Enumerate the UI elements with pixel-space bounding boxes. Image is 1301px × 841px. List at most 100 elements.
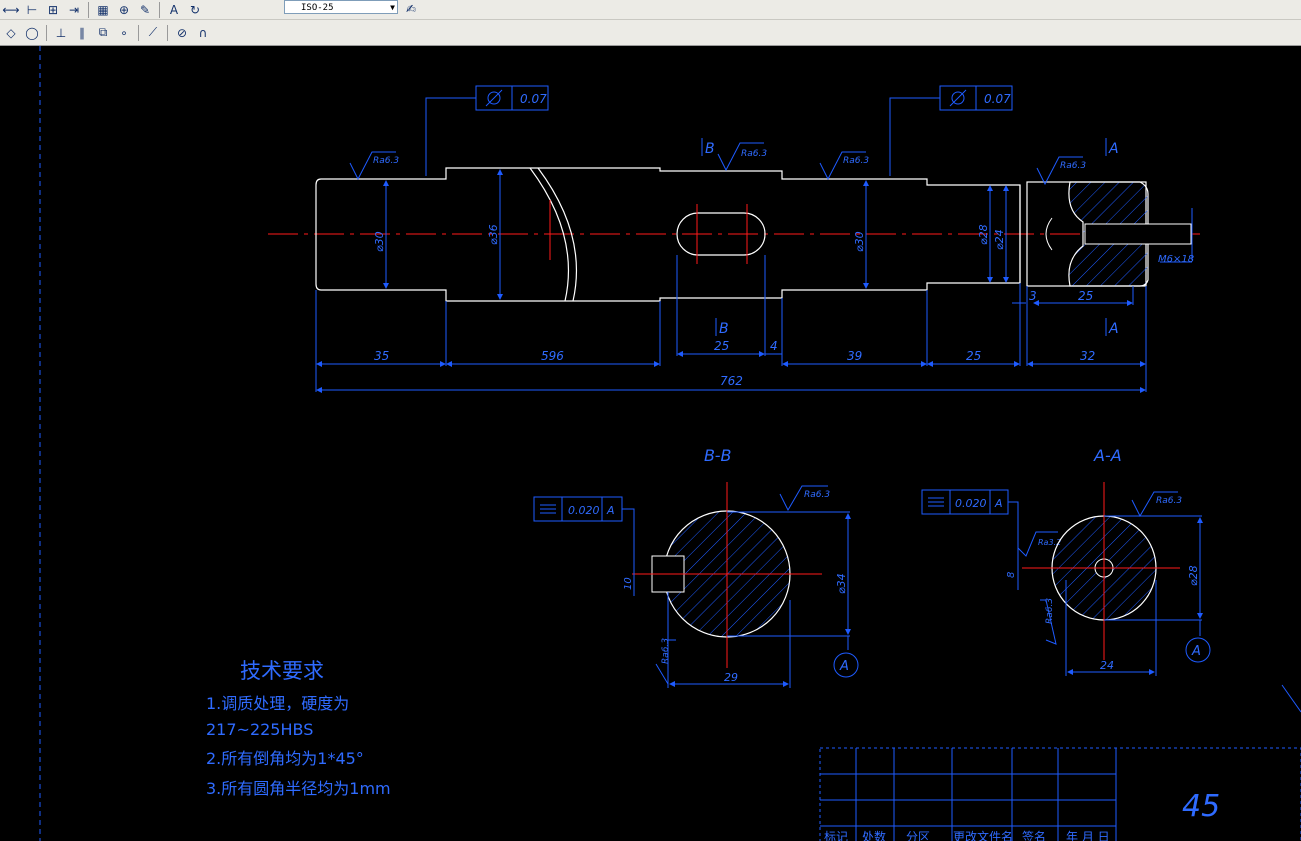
dimension-lines: [315, 97, 1193, 393]
tolerance-icon[interactable]: ▦: [97, 2, 109, 17]
dim-quick-leader-icon[interactable]: ⇥: [68, 2, 80, 17]
thread-label: M6×18: [1158, 254, 1194, 265]
section-b-marker-top: B: [705, 141, 715, 157]
toolbar-separator: [88, 1, 89, 18]
dimension-toolbar: ⟷ ⊢ ⊞ ⇥ ▦ ⊕ ✎ A ↻ ISO-25 ▼ ✍: [0, 0, 1301, 20]
section-aa-title: A-A: [1093, 446, 1122, 465]
dim-length-3: 3: [1029, 289, 1037, 303]
section-bb-title: B-B: [704, 446, 731, 465]
drawing-canvas[interactable]: 0.07 0.07 Ra6.3 Ra6.3 Ra6.3 Ra6.3 Ra6.3 …: [0, 46, 1301, 841]
dim-style-value: ISO-25: [301, 3, 334, 13]
dimension-toolbar-buttons: ⟷ ⊢ ⊞ ⇥ ▦ ⊕ ✎ A ↻: [0, 0, 204, 19]
none-snap-icon[interactable]: ⊘: [176, 25, 188, 40]
section-aa-width: 24: [1100, 659, 1114, 672]
section-aa-dims: [921, 489, 1211, 676]
section-bb-width: 29: [724, 671, 738, 684]
endpoint-snap-icon[interactable]: ◇: [6, 25, 16, 40]
roughness-symbols: [349, 142, 1178, 686]
dim-length-39: 39: [847, 349, 862, 363]
dim-continue-icon[interactable]: ⊞: [47, 2, 59, 17]
threaded-hole: [1084, 223, 1192, 245]
dim-length-32: 32: [1080, 349, 1095, 363]
dim-length-35: 35: [374, 349, 389, 363]
chevron-down-icon[interactable]: ▼: [390, 3, 395, 12]
roughness-small-label: Ra3.2: [1038, 538, 1061, 547]
roughness-label: Ra6.3: [843, 156, 869, 166]
dim-length-596: 596: [541, 349, 564, 363]
title-block-header: 分区: [906, 830, 930, 841]
section-aa-datum: A: [1191, 644, 1201, 659]
perpendicular-snap-icon[interactable]: ⊥: [55, 25, 67, 40]
tech-req-line-4: 3.所有圆角半径均为1mm: [206, 779, 391, 798]
dim-update-icon[interactable]: ↻: [189, 2, 201, 17]
toolbar-separator: [159, 1, 160, 18]
title-block-headers: 标记 处数 分区 更改文件名 签名 年 月 日: [824, 829, 1110, 841]
dim-style-select[interactable]: ISO-25 ▼: [284, 0, 398, 14]
object-snap-buttons: ◇ ◯ ⊥ ∥ ⧉ ∘ ⟋ ⊘ ∩: [0, 20, 212, 45]
section-bb-diameter: ⌀34: [835, 573, 848, 594]
node-snap-icon[interactable]: ∘: [120, 25, 128, 40]
title-block-grid: [819, 684, 1301, 841]
dim-total-length: 762: [720, 374, 743, 388]
title-block-header: 签名: [1022, 829, 1046, 841]
dim-edit-icon[interactable]: ✎: [139, 2, 151, 17]
tech-req-line-1: 1.调质处理，硬度为: [206, 694, 349, 713]
section-aa-key: 8: [1006, 572, 1017, 578]
dim-thread-25: 25: [1078, 289, 1093, 303]
dim-length-25: 25: [966, 349, 981, 363]
roughness-label: Ra6.3: [741, 149, 767, 159]
section-aa-datum-ref: A: [994, 497, 1003, 510]
section-bb-key: 10: [623, 577, 634, 590]
toolbar-separator: [167, 24, 168, 41]
toolbar-separator: [138, 24, 139, 41]
runout-tol-left: 0.07: [520, 92, 547, 106]
dim-length-4: 4: [770, 339, 778, 353]
section-bb-dims: [533, 496, 859, 688]
material-label: 45: [1182, 789, 1220, 824]
section-b-marker-bottom: B: [719, 321, 729, 337]
tech-req-title: 技术要求: [240, 659, 324, 683]
dim-style-manager-icon[interactable]: ✍: [405, 2, 417, 16]
dim-keyway-25: 25: [714, 339, 729, 353]
roughness-label: Ra6.3: [1060, 161, 1086, 171]
object-snap-toolbar: ◇ ◯ ⊥ ∥ ⧉ ∘ ⟋ ⊘ ∩: [0, 20, 1301, 46]
snap-settings-icon[interactable]: ∩: [198, 25, 208, 40]
roughness-label: Ra6.3: [1045, 598, 1055, 624]
section-bb-datum-ref: A: [606, 504, 615, 517]
insert-snap-icon[interactable]: ⧉: [98, 25, 108, 39]
roughness-label: Ra6.3: [804, 490, 830, 500]
roughness-label: Ra6.3: [661, 638, 671, 664]
section-bb-datum: A: [839, 659, 849, 674]
runout-tolerance-frames: [475, 85, 1013, 111]
diameter-label: ⌀28: [977, 224, 990, 245]
section-aa-tolerance: 0.020: [955, 497, 987, 510]
center-mark-icon[interactable]: ⊕: [118, 2, 130, 17]
diameter-label: ⌀24: [993, 229, 1006, 250]
section-bb-tolerance: 0.020: [568, 504, 600, 517]
tech-req-line-2: 217~225HBS: [206, 720, 313, 739]
title-block-header: 处数: [862, 829, 886, 841]
section-a-marker-top: A: [1108, 141, 1119, 157]
title-block-header: 标记: [824, 830, 848, 841]
runout-tol-right: 0.07: [984, 92, 1011, 106]
section-aa-diameter: ⌀28: [1187, 565, 1200, 586]
title-block-header: 更改文件名: [953, 829, 1013, 841]
circle-snap-icon[interactable]: ◯: [25, 25, 39, 40]
nearest-snap-icon[interactable]: ⟋: [148, 25, 158, 39]
toolbar-separator: [46, 24, 47, 41]
keyway-center-marks: [549, 200, 748, 264]
roughness-label: Ra6.3: [1156, 496, 1182, 506]
shaft-center-hole: [1045, 217, 1053, 251]
section-bb-centerlines: [632, 482, 822, 668]
parallel-snap-icon[interactable]: ∥: [79, 25, 85, 40]
section-a-marker-bottom: A: [1108, 321, 1119, 337]
dim-baseline-icon[interactable]: ⊢: [26, 2, 38, 17]
dim-linear-icon[interactable]: ⟷: [2, 2, 20, 17]
dim-text-edit-icon[interactable]: A: [169, 2, 179, 17]
diameter-label: ⌀30: [373, 231, 386, 252]
section-aa-centerlines: [1022, 482, 1180, 660]
diameter-label: ⌀30: [853, 231, 866, 252]
diameter-label: ⌀36: [487, 224, 500, 245]
title-block-header: 年 月 日: [1066, 830, 1110, 841]
tech-req-line-3: 2.所有倒角均为1*45°: [206, 749, 364, 768]
